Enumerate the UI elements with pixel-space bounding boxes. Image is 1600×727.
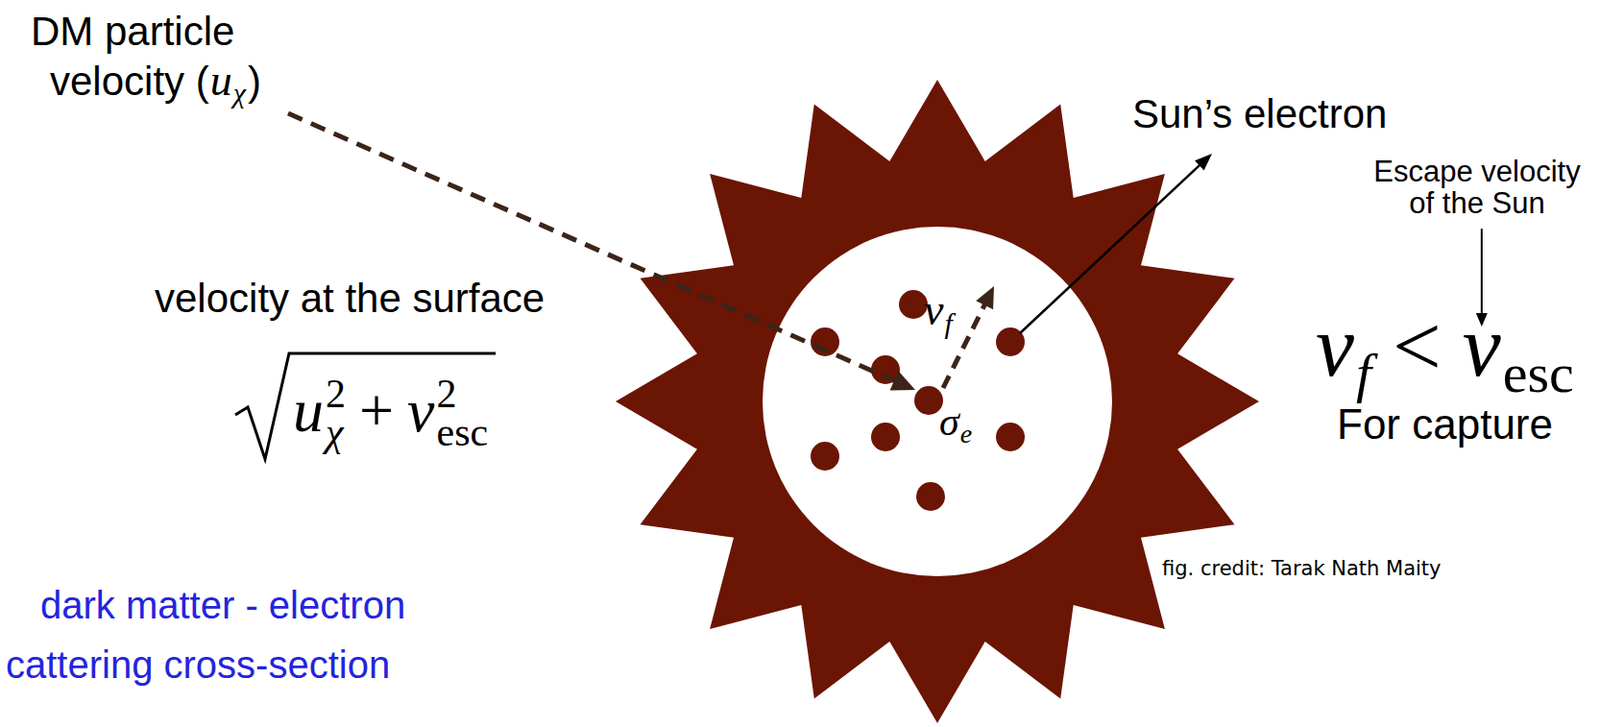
electron-dots — [810, 290, 1025, 511]
sqrt-symbol — [235, 353, 496, 460]
electron-dot — [914, 386, 944, 415]
capture-condition: v — [1315, 303, 1355, 390]
final-velocity-subscript: f — [944, 309, 952, 339]
cross-section-note: dark matter - electron — [40, 585, 406, 625]
electron-dot — [810, 441, 840, 471]
cross-section-symbol: σ — [939, 401, 960, 442]
final-velocity-symbol: v — [923, 288, 944, 333]
sqrt-formula: χ — [325, 412, 343, 453]
sqrt-formula: + — [359, 380, 394, 442]
escape-velocity-note: Escape velocity of the Sun — [1367, 156, 1587, 219]
cross-section-subscript: e — [960, 420, 972, 448]
credit-note: fig. credit: Tarak Nath Maity — [1162, 558, 1442, 580]
sun-starburst — [615, 79, 1260, 724]
velocity-label: DM particle — [30, 11, 235, 52]
sun-interior — [762, 226, 1113, 577]
velocity-label: velocity ( — [49, 61, 210, 102]
sqrt-formula: esc — [436, 412, 489, 453]
arrow-head — [1194, 153, 1213, 170]
electron-dot — [871, 422, 900, 452]
sqrt-formula: 2 — [436, 373, 458, 414]
velocity-label: ) — [247, 61, 262, 102]
sqrt-formula: 2 — [325, 373, 346, 414]
capture-condition: < — [1392, 303, 1442, 390]
arrow-head — [890, 370, 916, 390]
electron-dot — [916, 482, 946, 511]
surface-velocity-label: velocity at the surface — [154, 278, 545, 319]
sqrt-formula: v — [407, 380, 435, 442]
electron-dot — [995, 422, 1025, 452]
velocity-symbol: u — [210, 58, 233, 103]
electron-dot — [898, 290, 928, 319]
sqrt-formula: u — [292, 380, 324, 442]
scattered-trajectory — [943, 303, 986, 388]
electron-label: Sun’s electron — [1132, 94, 1387, 135]
cross-section-note: cattering cross-section — [5, 645, 390, 684]
capture-condition: f — [1356, 345, 1372, 402]
dm-trajectory — [288, 113, 897, 382]
capture-condition: v — [1462, 303, 1502, 390]
leader-arrow — [1019, 164, 1201, 334]
velocity-subscript: χ — [233, 78, 246, 108]
leader-arrow — [1480, 228, 1483, 316]
capture-condition: esc — [1503, 345, 1575, 402]
arrow-head — [975, 286, 994, 310]
capture-label: For capture — [1336, 403, 1553, 446]
